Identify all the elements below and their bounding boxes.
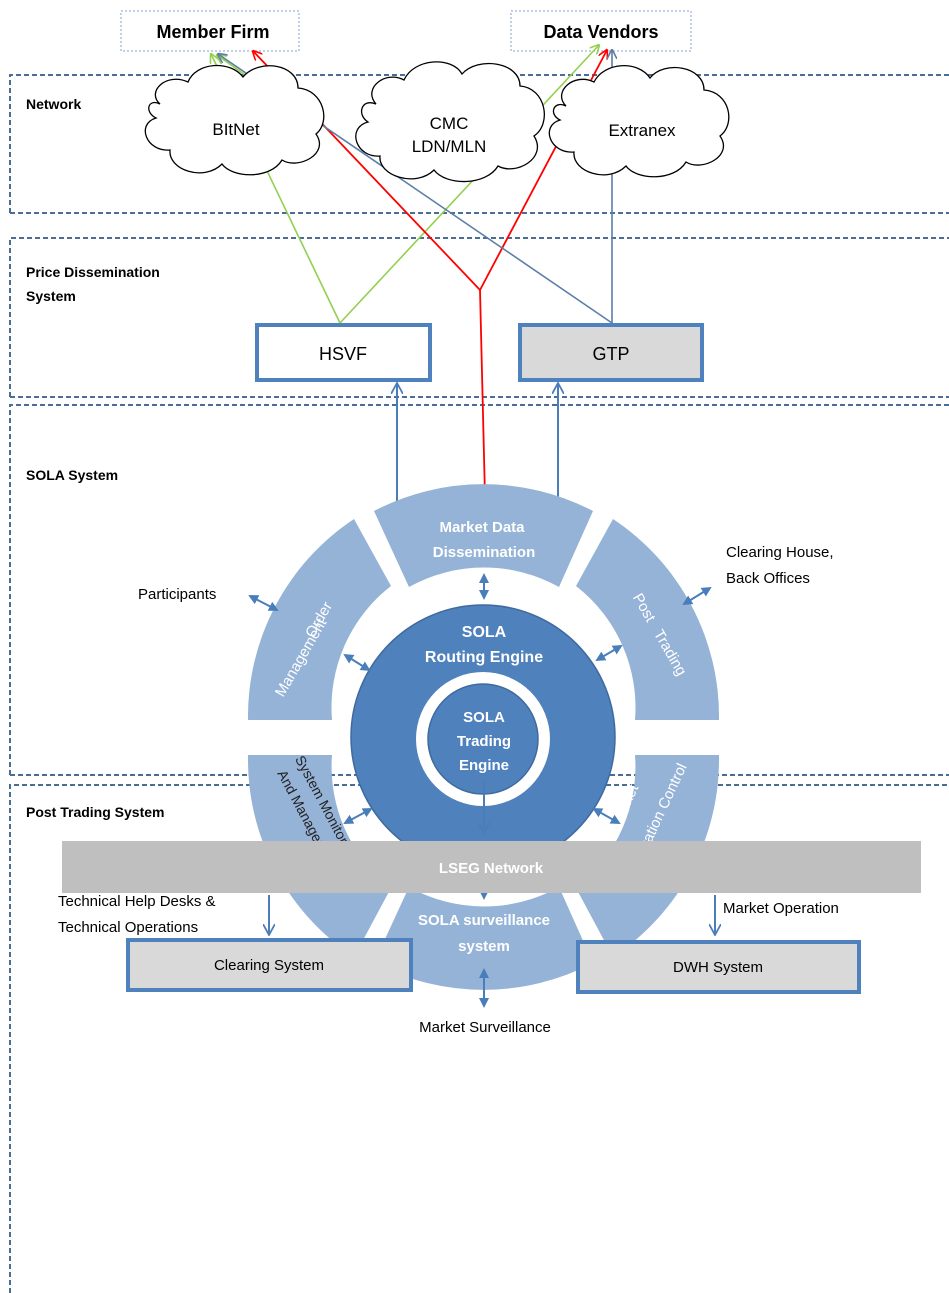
segment-surveillance	[374, 887, 593, 990]
segment-post-trading	[576, 519, 720, 720]
member-firm-box	[120, 10, 300, 52]
routing-engine-label-line2: Routing Engine	[425, 649, 543, 666]
dbl-arrow-order-mgmt-routing	[343, 653, 371, 672]
price-dissemination-label-line2: System	[26, 288, 76, 304]
segment-surveillance-label-line1: SOLA surveillance	[418, 912, 550, 929]
cloud-extranex	[548, 65, 730, 178]
dwh-system-box	[576, 940, 861, 994]
segment-market-data-dissemination	[374, 484, 593, 587]
cloud-cmc-label-line2: LDN/MLN	[412, 137, 487, 156]
segment-surveillance-label-line2: system	[458, 938, 510, 955]
cloud-cmc	[355, 61, 545, 183]
gtp-box	[518, 323, 704, 382]
cloud-extranex-label: Extranex	[608, 121, 676, 140]
dwh-system-label: DWH System	[673, 959, 763, 976]
participants-label: Participants	[138, 586, 216, 603]
dbl-arrow-participants	[248, 595, 279, 611]
trading-engine-label-line1: SOLA	[463, 709, 505, 726]
hsvf-box	[255, 323, 432, 382]
red-link-trunk	[479, 289, 486, 498]
sola-wheel	[247, 484, 720, 990]
dbl-arrow-clearing-house	[682, 586, 712, 606]
dbl-arrow-sysmon-routing	[343, 808, 373, 824]
member-firm-label: Member Firm	[156, 22, 269, 42]
price-dissemination-section-border	[9, 237, 949, 398]
routing-engine-label-line1: SOLA	[462, 624, 507, 641]
market-surveillance-label: Market Surveillance	[419, 1019, 551, 1036]
trading-engine-label-line2: Trading	[457, 733, 511, 750]
data-vendors-label: Data Vendors	[543, 22, 658, 42]
clearing-house-label-line2: Back Offices	[726, 570, 810, 587]
dbl-arrow-post-trading-routing	[595, 644, 623, 662]
segment-market-data-label-line1: Market Data	[439, 519, 525, 536]
price-dissemination-label-line1: Price Dissemination	[26, 264, 160, 280]
clearing-system-box	[126, 938, 413, 992]
network-section-label: Network	[26, 96, 81, 112]
post-trading-section-label: Post Trading System	[26, 804, 164, 820]
cloud-cmc-label-line1: CMC	[430, 114, 469, 133]
market-operation-label: Market Operation	[723, 900, 839, 917]
lseg-network-bar	[62, 841, 921, 893]
sola-section-label: SOLA System	[26, 467, 118, 483]
lseg-network-label: LSEG Network	[439, 860, 544, 877]
technical-label-line2: Technical Operations	[58, 919, 198, 936]
sola-section-border	[9, 404, 949, 776]
clearing-system-label: Clearing System	[214, 957, 324, 974]
dbl-arrow-moc-routing	[592, 808, 621, 824]
cloud-bitnet	[144, 64, 325, 176]
hsvf-label: HSVF	[319, 344, 367, 364]
gtp-label: GTP	[592, 344, 629, 364]
post-trading-section-border	[9, 784, 949, 1293]
clearing-house-label-line1: Clearing House,	[726, 544, 834, 561]
trading-engine-label-line3: Engine	[459, 757, 509, 774]
cloud-bitnet-label: BItNet	[212, 120, 260, 139]
green-link-hsvf-vendors	[339, 45, 599, 324]
technical-label-line1: Technical Help Desks &	[58, 893, 216, 910]
segment-market-data-label-line2: Dissemination	[433, 544, 536, 561]
segment-order-management	[247, 519, 391, 720]
